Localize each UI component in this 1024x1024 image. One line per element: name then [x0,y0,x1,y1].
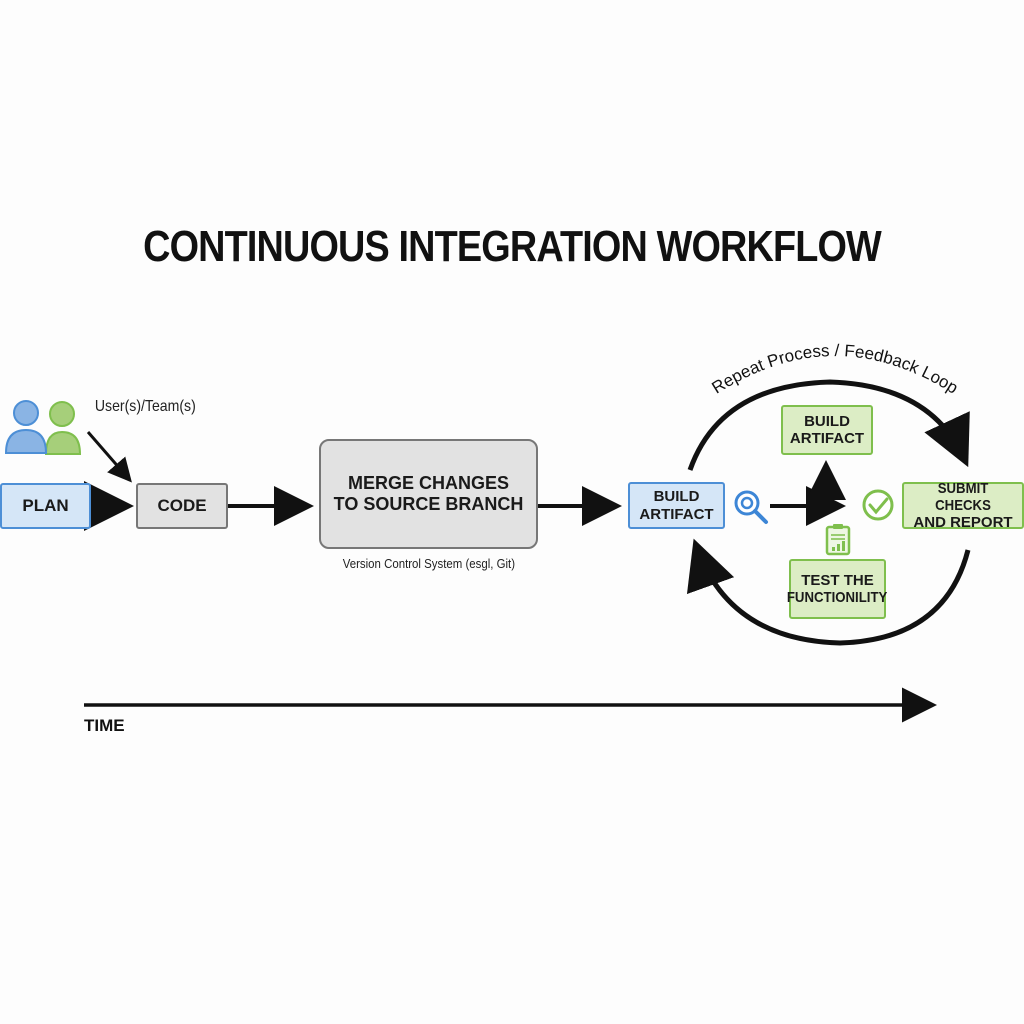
merge-line-2: TO SOURCE BRANCH [333,494,524,514]
diagram-title: CONTINUOUS INTEGRATION WORKFLOW [143,222,882,271]
loop-arc-top [687,379,970,471]
merge-line-1: MERGE CHANGES [347,473,509,494]
search-gear-icon [734,490,768,524]
check-circle-icon [862,489,894,521]
time-label: TIME [84,716,125,735]
code-node[interactable]: CODE [136,483,228,529]
merge-caption: Version Control System (esgl, Git) [342,556,515,571]
plan-node[interactable]: PLAN [0,483,91,529]
clipboard-chart-icon [825,524,851,556]
loop-label: Repeat Process / Feedback Loop [709,341,962,398]
loop-arc-bottom [686,538,971,646]
users-icon [4,400,82,455]
users-label: User(s)/Team(s) [94,398,196,415]
arrow-users-to-code [86,431,132,483]
